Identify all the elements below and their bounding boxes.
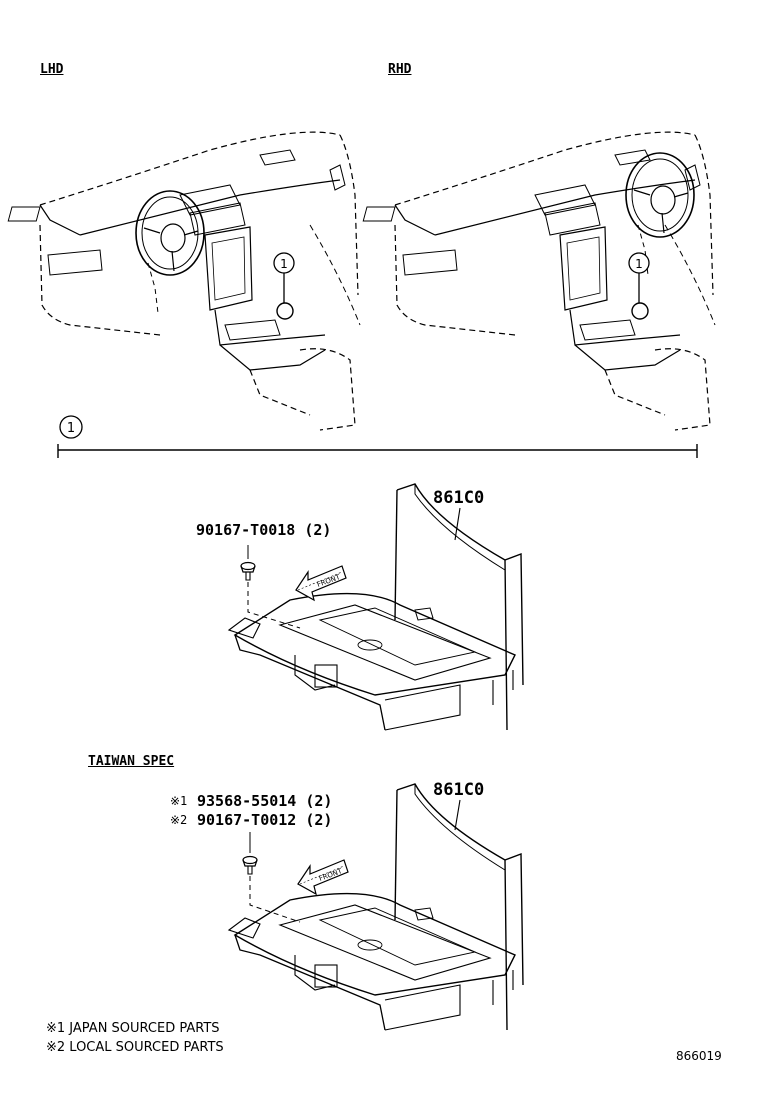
lhd-callout: 1 [273, 252, 295, 320]
top-console-box-illustration [228, 483, 524, 731]
top-screw-icon [240, 561, 256, 581]
lhd-callout-number: 1 [280, 257, 288, 271]
taiwan-spec-label: TAIWAN SPEC [88, 754, 175, 769]
top-screw-dashed-path [247, 582, 301, 629]
rhd-label: RHD [388, 62, 412, 77]
lhd-dashboard-illustration [7, 131, 361, 431]
rhd-dashboard-illustration [362, 131, 716, 431]
top-part-label: 861C0 [433, 488, 485, 508]
bottom-part-label: 861C0 [433, 780, 485, 800]
section-callout: 1 [59, 415, 83, 439]
rhd-callout: 1 [628, 252, 650, 320]
bottom-fastener-1-mark: ※1 [170, 794, 188, 808]
bottom-console-box-illustration [228, 783, 524, 1031]
bottom-fastener-2-mark: ※2 [170, 813, 188, 827]
note-local-sourced: ※2 LOCAL SOURCED PARTS [46, 1040, 224, 1055]
note-japan-sourced: ※1 JAPAN SOURCED PARTS [46, 1021, 220, 1036]
bottom-screw-dashed-path [249, 876, 301, 923]
section-bracket [57, 444, 698, 458]
section-callout-number: 1 [67, 421, 75, 436]
drawing-number: 866019 [676, 1049, 722, 1063]
bottom-part-leader [454, 799, 461, 831]
top-part-leader [454, 507, 461, 541]
bottom-screw-icon [242, 855, 258, 875]
lhd-label: LHD [40, 62, 64, 77]
rhd-callout-number: 1 [635, 257, 643, 271]
bottom-fastener-2-label: 90167-T0012 (2) [197, 811, 333, 829]
top-fastener-label: 90167-T0018 (2) [196, 521, 332, 539]
bottom-fastener-1-label: 93568-55014 (2) [197, 792, 333, 810]
